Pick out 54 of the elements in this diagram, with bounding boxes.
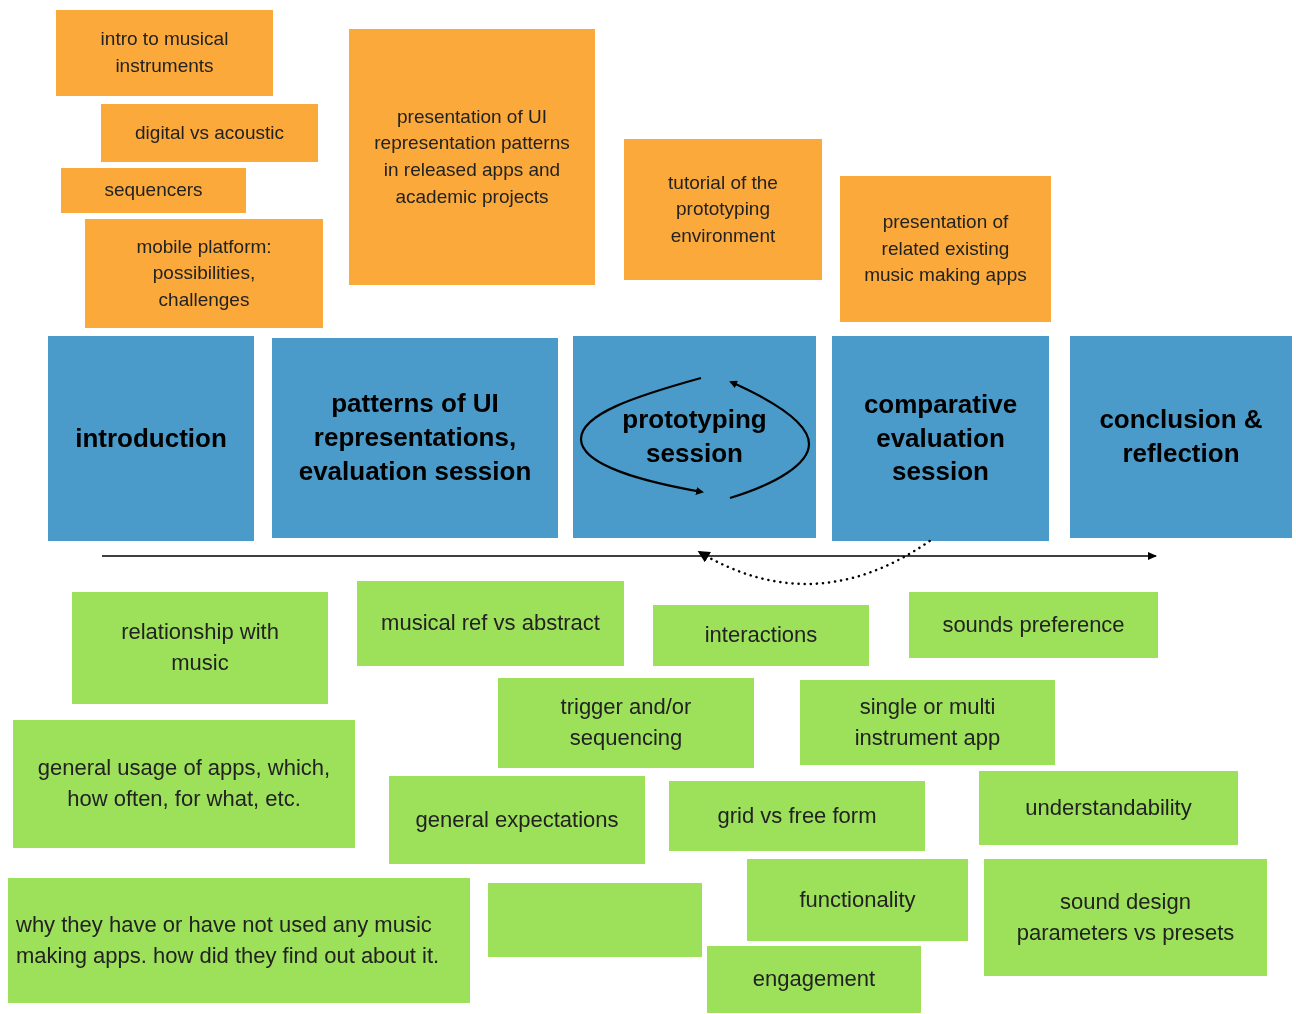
- question-note: [800, 680, 1055, 765]
- question-note: [707, 946, 921, 1013]
- note-text: general expectations: [415, 805, 619, 834]
- phase-title: introduction: [75, 421, 227, 455]
- note-text: presentation of UI representation patterns in released apps and academic projects: [373, 104, 571, 209]
- note-text: why they have or have not used any music making apps. how did they find out about it.: [16, 910, 441, 970]
- note-text: general usage of apps, which, how often, for what, etc.: [37, 754, 331, 813]
- question-note: [72, 592, 328, 704]
- note-text: digital vs acoustic: [135, 120, 284, 145]
- note-text: relationship with music: [120, 618, 280, 677]
- phase-box: [48, 336, 254, 541]
- note-text: trigger and/or sequencing: [559, 693, 693, 752]
- question-note: [389, 776, 645, 864]
- topic-note: [101, 104, 318, 162]
- question-note: [747, 859, 968, 941]
- question-note: [669, 781, 925, 851]
- topic-note: [85, 219, 323, 328]
- note-text: sound design parameters vs presets: [1015, 887, 1236, 947]
- note-text: sounds preference: [942, 610, 1125, 639]
- phase-title: comparative evaluation session: [862, 387, 1019, 489]
- dotted-arrow: [697, 539, 931, 585]
- note-text: interactions: [704, 621, 818, 650]
- note-text: engagement: [752, 965, 876, 994]
- note-text: sequencers: [104, 178, 203, 203]
- note-text: tutorial of the prototyping environment: [667, 170, 779, 248]
- note-text: musical ref vs abstract: [381, 609, 600, 638]
- question-note: [984, 859, 1267, 976]
- phase-box: [832, 336, 1049, 541]
- phase-box: [573, 336, 816, 538]
- question-note: [653, 605, 869, 666]
- topic-note: [349, 29, 595, 285]
- phase-title: prototyping session: [621, 403, 768, 470]
- phase-title: conclusion & reflection: [1098, 403, 1264, 470]
- topic-note: [56, 10, 273, 96]
- note-text: grid vs free form: [717, 801, 877, 830]
- question-note: [357, 581, 624, 666]
- phase-title: patterns of UI representations, evaluation session: [297, 387, 533, 488]
- topic-note: [61, 168, 246, 213]
- note-text: single or multi instrument app: [853, 692, 1002, 752]
- phase-box: [272, 338, 558, 538]
- question-note: [498, 678, 754, 768]
- question-note: [8, 878, 470, 1003]
- phase-box: [1070, 336, 1292, 538]
- question-note: [979, 771, 1238, 845]
- note-text: understandability: [1025, 793, 1192, 822]
- question-note: [13, 720, 355, 848]
- topic-note: [624, 139, 822, 280]
- note-text: intro to musical instruments: [99, 27, 230, 78]
- topic-note: [840, 176, 1051, 322]
- question-note: [909, 592, 1158, 658]
- note-text: presentation of related existing music making apps: [864, 210, 1027, 288]
- note-text: functionality: [799, 885, 916, 914]
- empty-note: [488, 883, 702, 957]
- note-text: mobile platform: possibilities, challenges: [135, 234, 273, 312]
